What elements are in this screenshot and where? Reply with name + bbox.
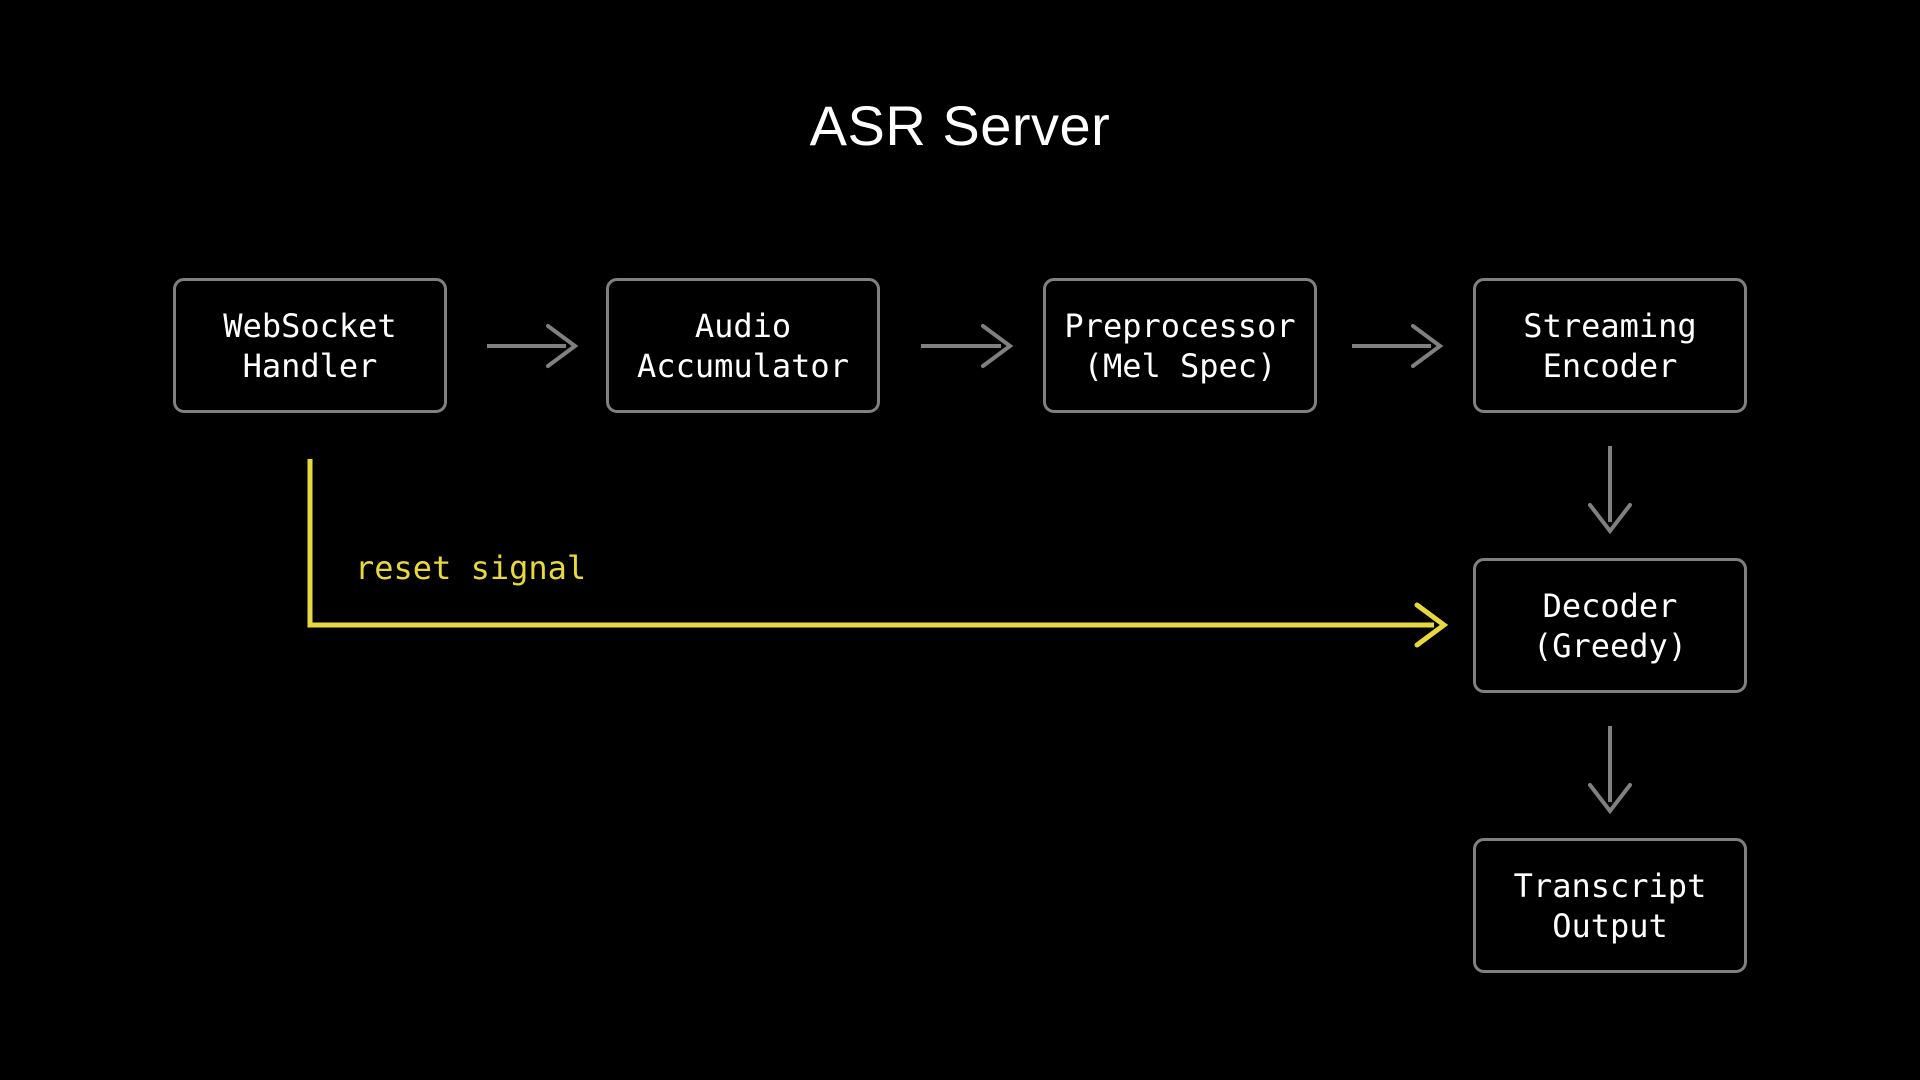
node-decoder-greedy[interactable]: Decoder(Greedy): [1473, 558, 1747, 693]
node-line-2: (Greedy): [1532, 626, 1688, 665]
arrow-accumulator-to-preprocessor: [921, 324, 1014, 368]
page-title: ASR Server: [809, 94, 1111, 157]
node-line-2: Handler: [242, 346, 378, 385]
edge-label-reset-signal: reset signal: [355, 549, 587, 587]
node-line-1: Transcript: [1513, 866, 1707, 905]
node-preprocessor-label: Preprocessor(Mel Spec): [1064, 306, 1295, 386]
node-line-1: WebSocket: [223, 306, 397, 345]
node-decoder-label: Decoder(Greedy): [1533, 586, 1687, 666]
node-line-1: Preprocessor: [1064, 306, 1296, 345]
arrow-decoder-to-transcript: [1588, 726, 1632, 815]
node-preprocessor-mel-spec[interactable]: Preprocessor(Mel Spec): [1043, 278, 1317, 413]
node-line-1: Streaming: [1523, 306, 1697, 345]
arrow-websocket-to-accumulator: [487, 324, 579, 368]
arrow-preprocessor-to-encoder: [1352, 324, 1444, 368]
node-line-2: Output: [1552, 906, 1668, 945]
node-line-2: (Mel Spec): [1083, 346, 1277, 385]
node-line-2: Encoder: [1542, 346, 1678, 385]
arrow-encoder-to-decoder: [1588, 446, 1632, 535]
node-line-1: Decoder: [1542, 586, 1678, 625]
node-line-2: Accumulator: [637, 346, 849, 385]
node-line-1: Audio: [694, 306, 792, 345]
